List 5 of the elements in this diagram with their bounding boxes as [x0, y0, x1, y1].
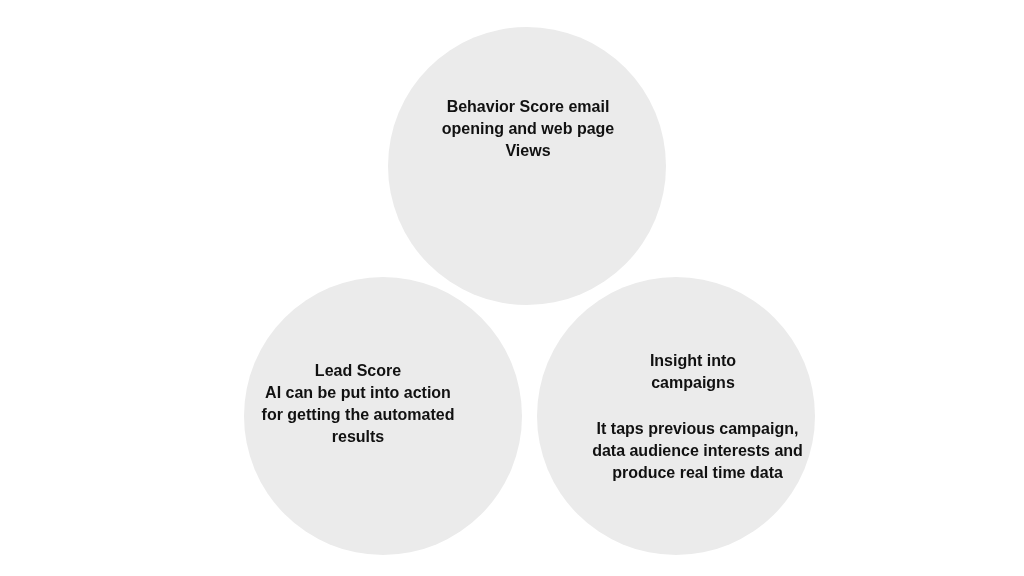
circle-text: Behavior Score email opening and web page Views	[440, 97, 616, 161]
circle-heading: Insight into campaigns	[648, 351, 738, 393]
circle-text: AI can be put into action for getting the automated results	[260, 383, 456, 447]
circle-heading: Lead Score	[313, 361, 403, 381]
circle-text: It taps previous campaign, data audience interests and produce real time data	[591, 419, 804, 483]
